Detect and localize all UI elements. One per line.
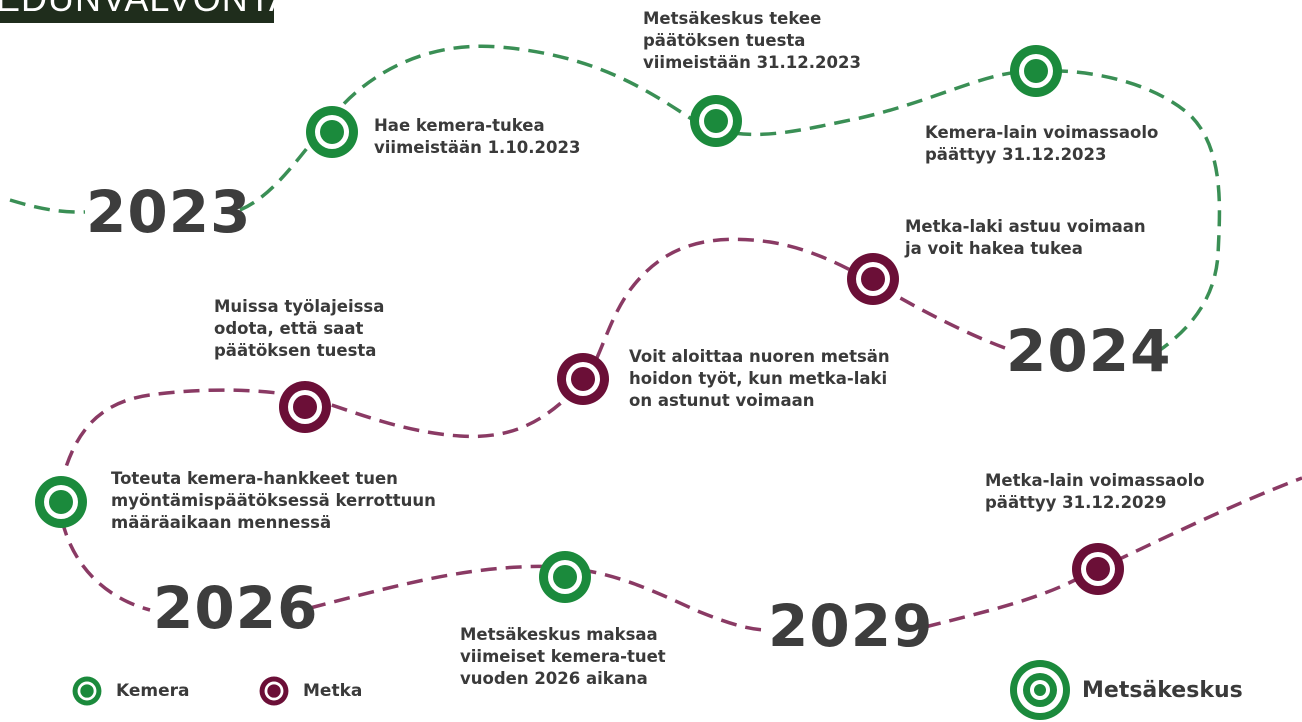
metka-marker-icon (279, 381, 331, 433)
kemera-path-2023 (239, 44, 1222, 352)
metsakeskus-logo: Metsäkeskus (1008, 658, 1243, 722)
metsakeskus-logo-icon (1010, 660, 1070, 720)
metka-path-2026 (60, 519, 151, 612)
metka-marker-icon (1072, 543, 1124, 595)
metka-marker-icon (557, 353, 609, 405)
milestone-maksaa-viimeiset: Metsäkeskus maksaa viimeiset kemera-tuet… (460, 625, 666, 688)
milestone-muissa-tyolajeissa: Muissa työlajeissa odota, että saat päät… (214, 297, 385, 360)
metka-marker-icon (847, 253, 899, 305)
year-2023: 2023 (86, 178, 252, 246)
banner-text: EDUNVALVONTA (0, 0, 274, 20)
legend-metka-label: Metka (303, 681, 363, 701)
legend-kemera: Kemera (72, 676, 190, 706)
legend-metka: Metka (259, 676, 362, 706)
metka-legend-icon (259, 676, 289, 706)
logo-text: Metsäkeskus (1082, 677, 1243, 703)
milestone-nuoren-metsan: Voit aloittaa nuoren metsän hoidon työt,… (629, 347, 890, 410)
kemera-legend-icon (72, 676, 102, 706)
kemera-marker-icon (539, 551, 591, 603)
milestone-toteuta-kemera: Toteuta kemera-hankkeet tuen myöntämispä… (111, 469, 436, 532)
year-2029: 2029 (768, 592, 934, 660)
legend-kemera-label: Kemera (116, 681, 190, 701)
kemera-marker-icon (35, 476, 87, 528)
milestone-metka-paattyy: Metka-lain voimassaolo päättyy 31.12.202… (985, 471, 1205, 512)
milestone-hae-kemera: Hae kemera-tukea viimeistään 1.10.2023 (374, 116, 581, 157)
kemera-marker-icon (1010, 45, 1062, 97)
kemera-marker-icon (306, 106, 358, 158)
year-2026: 2026 (153, 574, 319, 642)
milestone-metsakeskus-paatos: Metsäkeskus tekee päätöksen tuesta viime… (643, 9, 861, 72)
header-banner: EDUNVALVONTA (0, 0, 274, 23)
milestone-kemera-paattyy: Kemera-lain voimassaolo päättyy 31.12.20… (925, 123, 1159, 164)
kemera-marker-icon (690, 95, 742, 147)
kemera-path-left (9, 198, 86, 214)
milestone-metka-voimaan: Metka-laki astuu voimaan ja voit hakea t… (905, 217, 1146, 258)
year-2024: 2024 (1006, 317, 1172, 385)
